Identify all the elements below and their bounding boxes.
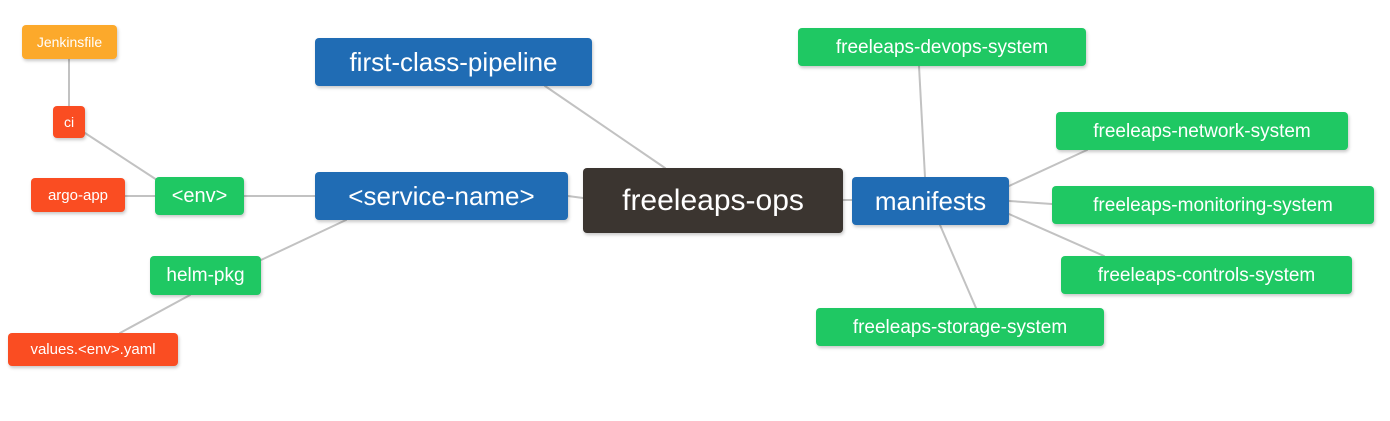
edge-e-servicename-ops: [567, 195, 584, 199]
node-freeleaps-devops-system[interactable]: freeleaps-devops-system: [798, 28, 1086, 66]
node-freeleaps-network-system[interactable]: freeleaps-network-system: [1056, 112, 1348, 150]
edge-e-manifests-network: [1008, 149, 1088, 187]
node-freeleaps-storage-system[interactable]: freeleaps-storage-system: [816, 308, 1104, 346]
node-freeleaps-ops[interactable]: freeleaps-ops: [583, 168, 843, 233]
node-first-class-pipeline[interactable]: first-class-pipeline: [315, 38, 592, 86]
node-label-argo-app: argo-app: [47, 186, 109, 204]
edge-e-helmpkg-servicename: [260, 219, 347, 261]
node-label-freeleaps-devops-system: freeleaps-devops-system: [835, 36, 1049, 58]
edge-e-manifests-monitoring: [1008, 200, 1053, 205]
node-freeleaps-controls-system[interactable]: freeleaps-controls-system: [1061, 256, 1352, 294]
node-label-freeleaps-controls-system: freeleaps-controls-system: [1097, 264, 1316, 286]
node-values-yaml[interactable]: values.<env>.yaml: [8, 333, 178, 366]
node-ci[interactable]: ci: [53, 106, 85, 138]
node-label-freeleaps-ops: freeleaps-ops: [622, 183, 804, 217]
edge-e-manifests-devops: [918, 65, 926, 178]
node-label-freeleaps-storage-system: freeleaps-storage-system: [852, 316, 1068, 338]
node-label-manifests: manifests: [874, 186, 987, 216]
node-label-freeleaps-network-system: freeleaps-network-system: [1093, 120, 1311, 142]
node-helm-pkg[interactable]: helm-pkg: [150, 256, 261, 295]
node-label-env: <env>: [171, 185, 228, 207]
node-env[interactable]: <env>: [155, 177, 244, 215]
node-label-ci: ci: [63, 114, 75, 130]
node-argo-app[interactable]: argo-app: [31, 178, 125, 212]
node-label-helm-pkg: helm-pkg: [166, 265, 245, 286]
node-label-first-class-pipeline: first-class-pipeline: [349, 47, 558, 77]
edge-e-values-helmpkg: [119, 294, 191, 334]
node-label-values-yaml: values.<env>.yaml: [30, 341, 156, 358]
edge-e-pipeline-ops: [544, 85, 666, 169]
edge-e-ci-env: [84, 132, 158, 181]
node-service-name[interactable]: <service-name>: [315, 172, 568, 220]
node-label-jenkinsfile: Jenkinsfile: [36, 34, 103, 50]
node-label-freeleaps-monitoring-system: freeleaps-monitoring-system: [1093, 194, 1333, 216]
edge-e-manifests-storage: [939, 224, 977, 309]
node-freeleaps-monitoring-system[interactable]: freeleaps-monitoring-system: [1052, 186, 1374, 224]
node-jenkinsfile[interactable]: Jenkinsfile: [22, 25, 117, 59]
node-label-service-name: <service-name>: [348, 181, 535, 211]
node-manifests[interactable]: manifests: [852, 177, 1009, 225]
